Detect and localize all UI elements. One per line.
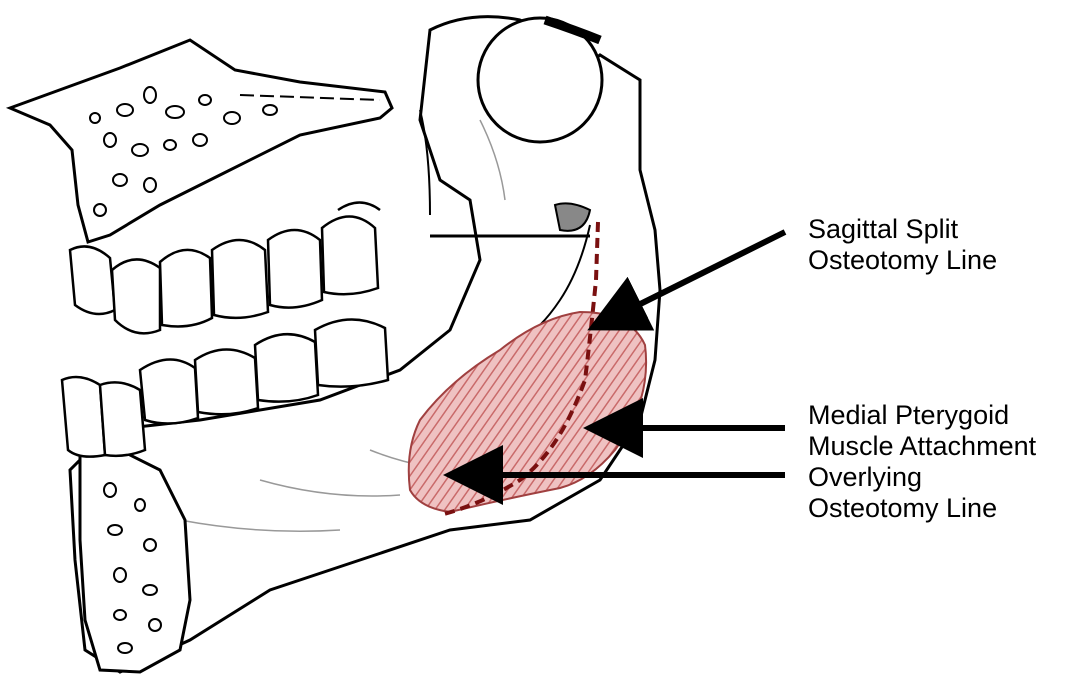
maxilla-section <box>10 40 392 242</box>
label-line: Osteotomy Line <box>808 245 997 276</box>
label-line: Overlying <box>808 462 1036 493</box>
label-medial-pterygoid: Medial Pterygoid Muscle Attachment Overl… <box>808 400 1036 524</box>
label-line: Muscle Attachment <box>808 431 1036 462</box>
label-line: Sagittal Split <box>808 214 997 245</box>
label-sagittal-split: Sagittal Split Osteotomy Line <box>808 214 997 276</box>
label-line: Medial Pterygoid <box>808 400 1036 431</box>
label-line: Osteotomy Line <box>808 493 1036 524</box>
